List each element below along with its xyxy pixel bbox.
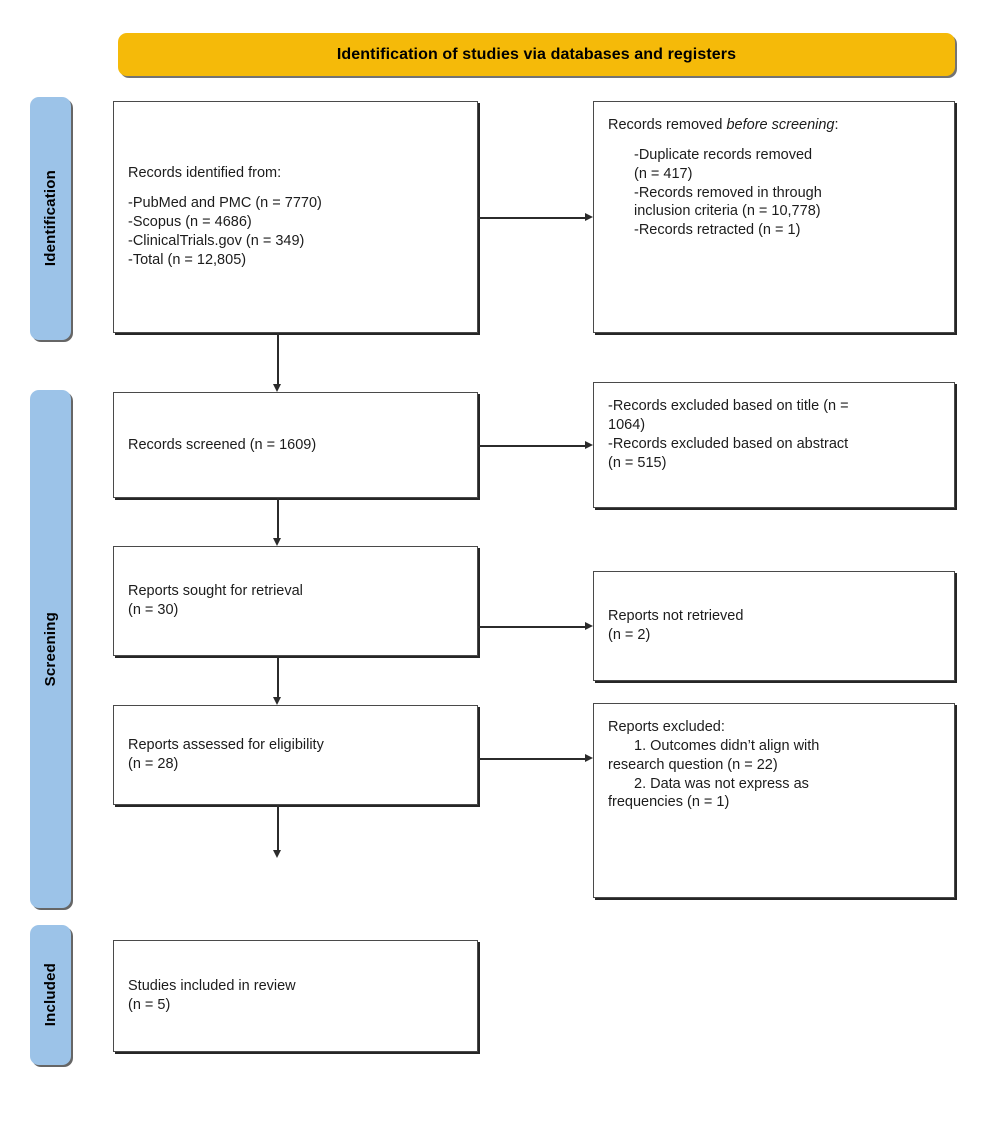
records-identified-heading: Records identified from: xyxy=(128,165,282,182)
reports-assessed-line-0: Reports assessed for eligibility xyxy=(128,737,324,754)
spacer xyxy=(608,135,940,146)
box-reports-sought: Reports sought for retrieval (n = 30) xyxy=(113,546,478,656)
box-reports-excluded: Reports excluded: 1. Outcomes didn’t ali… xyxy=(593,703,955,898)
box-studies-included: Studies included in review (n = 5) xyxy=(113,940,478,1052)
reports-sought-line-1: (n = 30) xyxy=(128,602,179,618)
records-removed-line-0: -Duplicate records removed xyxy=(634,146,813,163)
connector-screened-to-sought xyxy=(277,498,279,538)
studies-included-line-1: (n = 5) xyxy=(128,997,171,1013)
reports-sought-line-0: Reports sought for retrieval xyxy=(128,583,303,600)
phase-bar-identification: Identification xyxy=(30,97,71,340)
connector-identified-to-removed xyxy=(478,217,585,219)
records-excluded-line-3: (n = 515) xyxy=(608,454,667,471)
reports-not-retrieved-line-0: Reports not retrieved xyxy=(608,608,744,625)
records-identified-line-2: -ClinicalTrials.gov (n = 349) xyxy=(128,232,305,249)
records-identified-line-0: -PubMed and PMC (n = 7770) xyxy=(128,195,322,212)
arrowhead-sought-to-not-retrieved xyxy=(585,622,593,630)
reports-not-retrieved-line-1: (n = 2) xyxy=(608,627,651,643)
arrowhead-assessed-to-reports-excluded xyxy=(585,754,593,762)
spacer xyxy=(128,183,463,194)
phase-label-identification: Identification xyxy=(42,170,59,267)
records-excluded-line-0: -Records excluded based on title (n = xyxy=(608,398,849,414)
records-removed-heading: Records removed before screening: xyxy=(608,116,940,135)
diagram-title-banner: Identification of studies via databases … xyxy=(118,33,955,76)
records-identified-line-3: -Total (n = 12,805) xyxy=(128,251,247,268)
arrowhead-identified-to-removed xyxy=(585,213,593,221)
arrowhead-screened-to-sought xyxy=(272,538,281,546)
connector-screened-to-excluded xyxy=(478,445,585,447)
records-removed-heading-italic: before screening xyxy=(726,117,835,133)
reports-excluded-line-3: frequencies (n = 1) xyxy=(608,794,730,811)
records-excluded-line-2: -Records excluded based on abstract xyxy=(608,435,849,452)
box-records-identified: Records identified from: -PubMed and PMC… xyxy=(113,101,478,333)
connector-identified-to-screened xyxy=(277,333,279,384)
connector-sought-to-assessed xyxy=(277,656,279,697)
box-reports-assessed: Reports assessed for eligibility (n = 28… xyxy=(113,705,478,805)
studies-included-line-0: Studies included in review xyxy=(128,978,296,995)
reports-excluded-line-1: research question (n = 22) xyxy=(608,756,778,773)
connector-assessed-to-included xyxy=(277,805,279,850)
phase-bar-included: Included xyxy=(30,925,71,1065)
arrowhead-assessed-to-included xyxy=(272,850,281,858)
phase-label-screening: Screening xyxy=(42,611,59,687)
phase-label-included: Included xyxy=(42,963,59,1027)
reports-assessed-line-1: (n = 28) xyxy=(128,756,179,772)
box-reports-not-retrieved: Reports not retrieved (n = 2) xyxy=(593,571,955,681)
arrowhead-screened-to-excluded xyxy=(585,441,593,449)
phase-bar-screening: Screening xyxy=(30,390,71,908)
records-removed-line-3: inclusion criteria (n = 10,778) xyxy=(634,203,821,220)
box-records-excluded-title-abstract: -Records excluded based on title (n = 10… xyxy=(593,382,955,508)
arrowhead-sought-to-assessed xyxy=(272,697,281,705)
arrowhead-identified-to-screened xyxy=(272,384,281,392)
records-removed-heading-plain: Records removed xyxy=(608,117,727,133)
connector-assessed-to-reports-excluded xyxy=(478,758,585,760)
records-removed-line-4: -Records retracted (n = 1) xyxy=(634,222,801,239)
records-excluded-line-1: 1064) xyxy=(608,416,646,433)
records-removed-line-2: -Records removed in through xyxy=(634,184,822,201)
box-records-removed: Records removed before screening: -Dupli… xyxy=(593,101,955,333)
records-identified-line-1: -Scopus (n = 4686) xyxy=(128,214,252,231)
records-removed-line-1: (n = 417) xyxy=(634,165,693,182)
diagram-title: Identification of studies via databases … xyxy=(336,45,737,63)
records-removed-heading-suffix: : xyxy=(834,117,839,133)
box-records-screened: Records screened (n = 1609) xyxy=(113,392,478,498)
reports-excluded-line-0: 1. Outcomes didn’t align with xyxy=(634,737,820,754)
connector-sought-to-not-retrieved xyxy=(478,626,585,628)
reports-excluded-line-2: 2. Data was not express as xyxy=(634,775,809,792)
records-screened-text: Records screened (n = 1609) xyxy=(128,436,317,453)
reports-excluded-heading: Reports excluded: xyxy=(608,719,725,735)
